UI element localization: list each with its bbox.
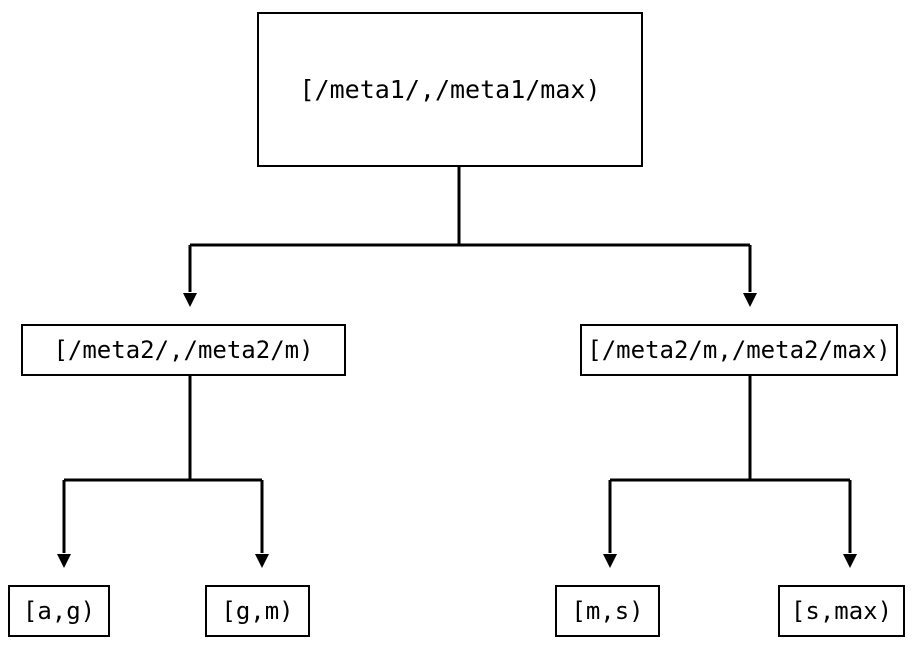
node-leaf-s-max-label: [s,max) bbox=[790, 597, 893, 625]
arrowhead-to-leaf-ag bbox=[57, 554, 71, 568]
arrowhead-to-meta2-low bbox=[183, 293, 197, 307]
node-leaf-g-m-label: [g,m) bbox=[221, 597, 294, 625]
node-leaf-m-s-label: [m,s) bbox=[571, 597, 644, 625]
node-meta2-high[interactable]: [/meta2/m,/meta2/max) bbox=[580, 324, 898, 376]
node-meta2-low-label: [/meta2/,/meta2/m) bbox=[53, 336, 314, 364]
node-meta2-low[interactable]: [/meta2/,/meta2/m) bbox=[21, 324, 346, 376]
node-leaf-a-g-label: [a,g) bbox=[22, 597, 96, 625]
node-leaf-m-s[interactable]: [m,s) bbox=[555, 585, 660, 637]
node-root-label: [/meta1/,/meta1/max) bbox=[299, 75, 601, 104]
node-leaf-s-max[interactable]: [s,max) bbox=[778, 585, 905, 637]
arrowhead-to-leaf-smax bbox=[843, 554, 857, 568]
arrowhead-to-leaf-ms bbox=[603, 554, 617, 568]
arrowhead-to-leaf-gm bbox=[255, 554, 269, 568]
node-meta2-high-label: [/meta2/m,/meta2/max) bbox=[587, 336, 891, 364]
node-leaf-g-m[interactable]: [g,m) bbox=[205, 585, 310, 637]
node-root[interactable]: [/meta1/,/meta1/max) bbox=[257, 12, 643, 167]
arrowhead-to-meta2-high bbox=[743, 293, 757, 307]
node-leaf-a-g[interactable]: [a,g) bbox=[8, 585, 110, 637]
